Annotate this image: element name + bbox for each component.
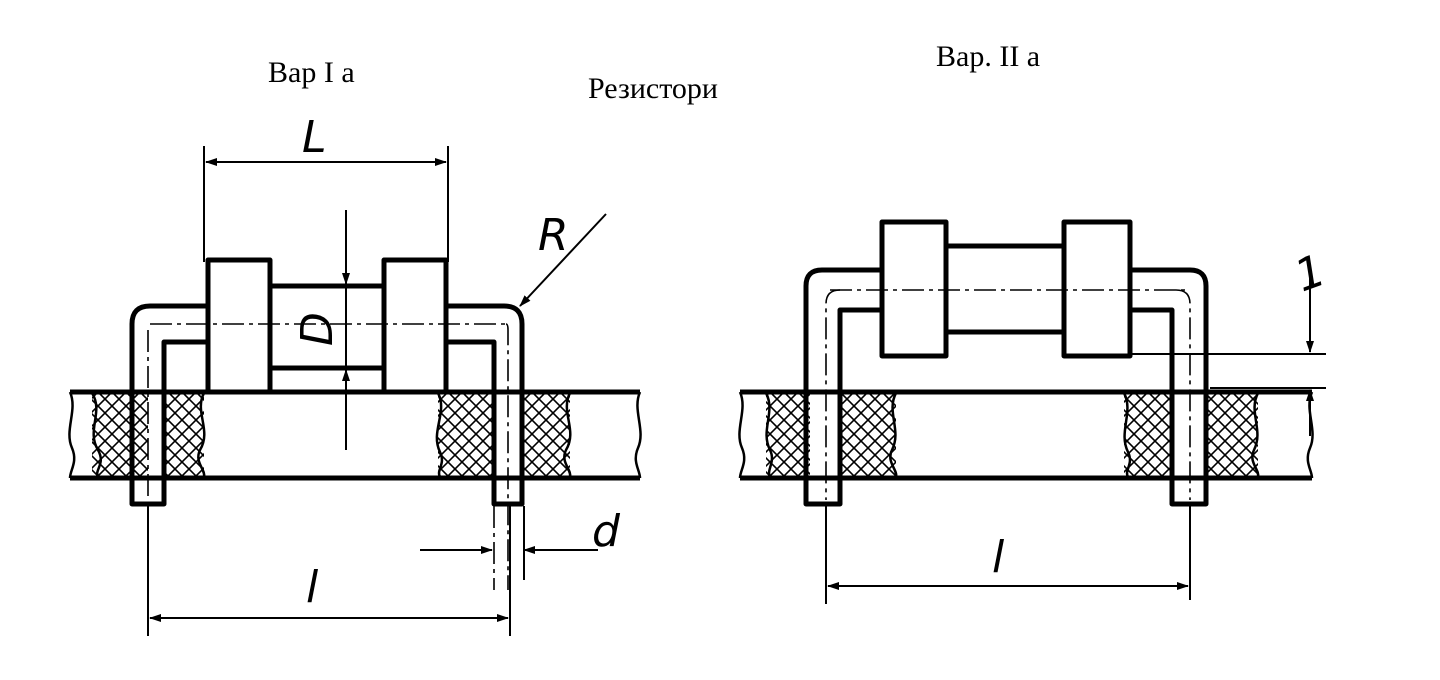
dimension-D: D	[292, 210, 350, 450]
dimension-R: R	[519, 210, 607, 307]
dim-label-one: 1	[1288, 245, 1332, 303]
dim-label-R: R	[538, 210, 569, 261]
variant-b-label: Вар. II а	[936, 40, 1040, 73]
dim-label-l-a: l	[306, 562, 319, 613]
dim-label-D: D	[292, 312, 343, 346]
lead-axis-b-right	[1175, 289, 1191, 500]
dimension-l-a: l	[147, 504, 511, 636]
board-a	[68, 389, 642, 481]
dimension-L: L	[203, 112, 449, 262]
variant-a-drawing: L D R d l	[68, 112, 642, 636]
dimension-d: d	[420, 506, 621, 580]
resistor-a	[205, 257, 449, 395]
dimension-l-b: l	[825, 504, 1191, 604]
dim-label-L: L	[302, 112, 327, 163]
variant-b-drawing: 1 l	[738, 219, 1332, 604]
resistor-b	[879, 219, 1133, 359]
diagram-title: Резистори	[588, 72, 718, 105]
lead-axis-b-left	[825, 289, 841, 500]
dim-label-d: d	[592, 506, 621, 557]
lead-axis-a-left	[505, 323, 509, 590]
dim-label-l-b: l	[992, 532, 1005, 583]
board-b	[738, 389, 1314, 481]
variant-a-label: Вар I а	[268, 56, 355, 89]
